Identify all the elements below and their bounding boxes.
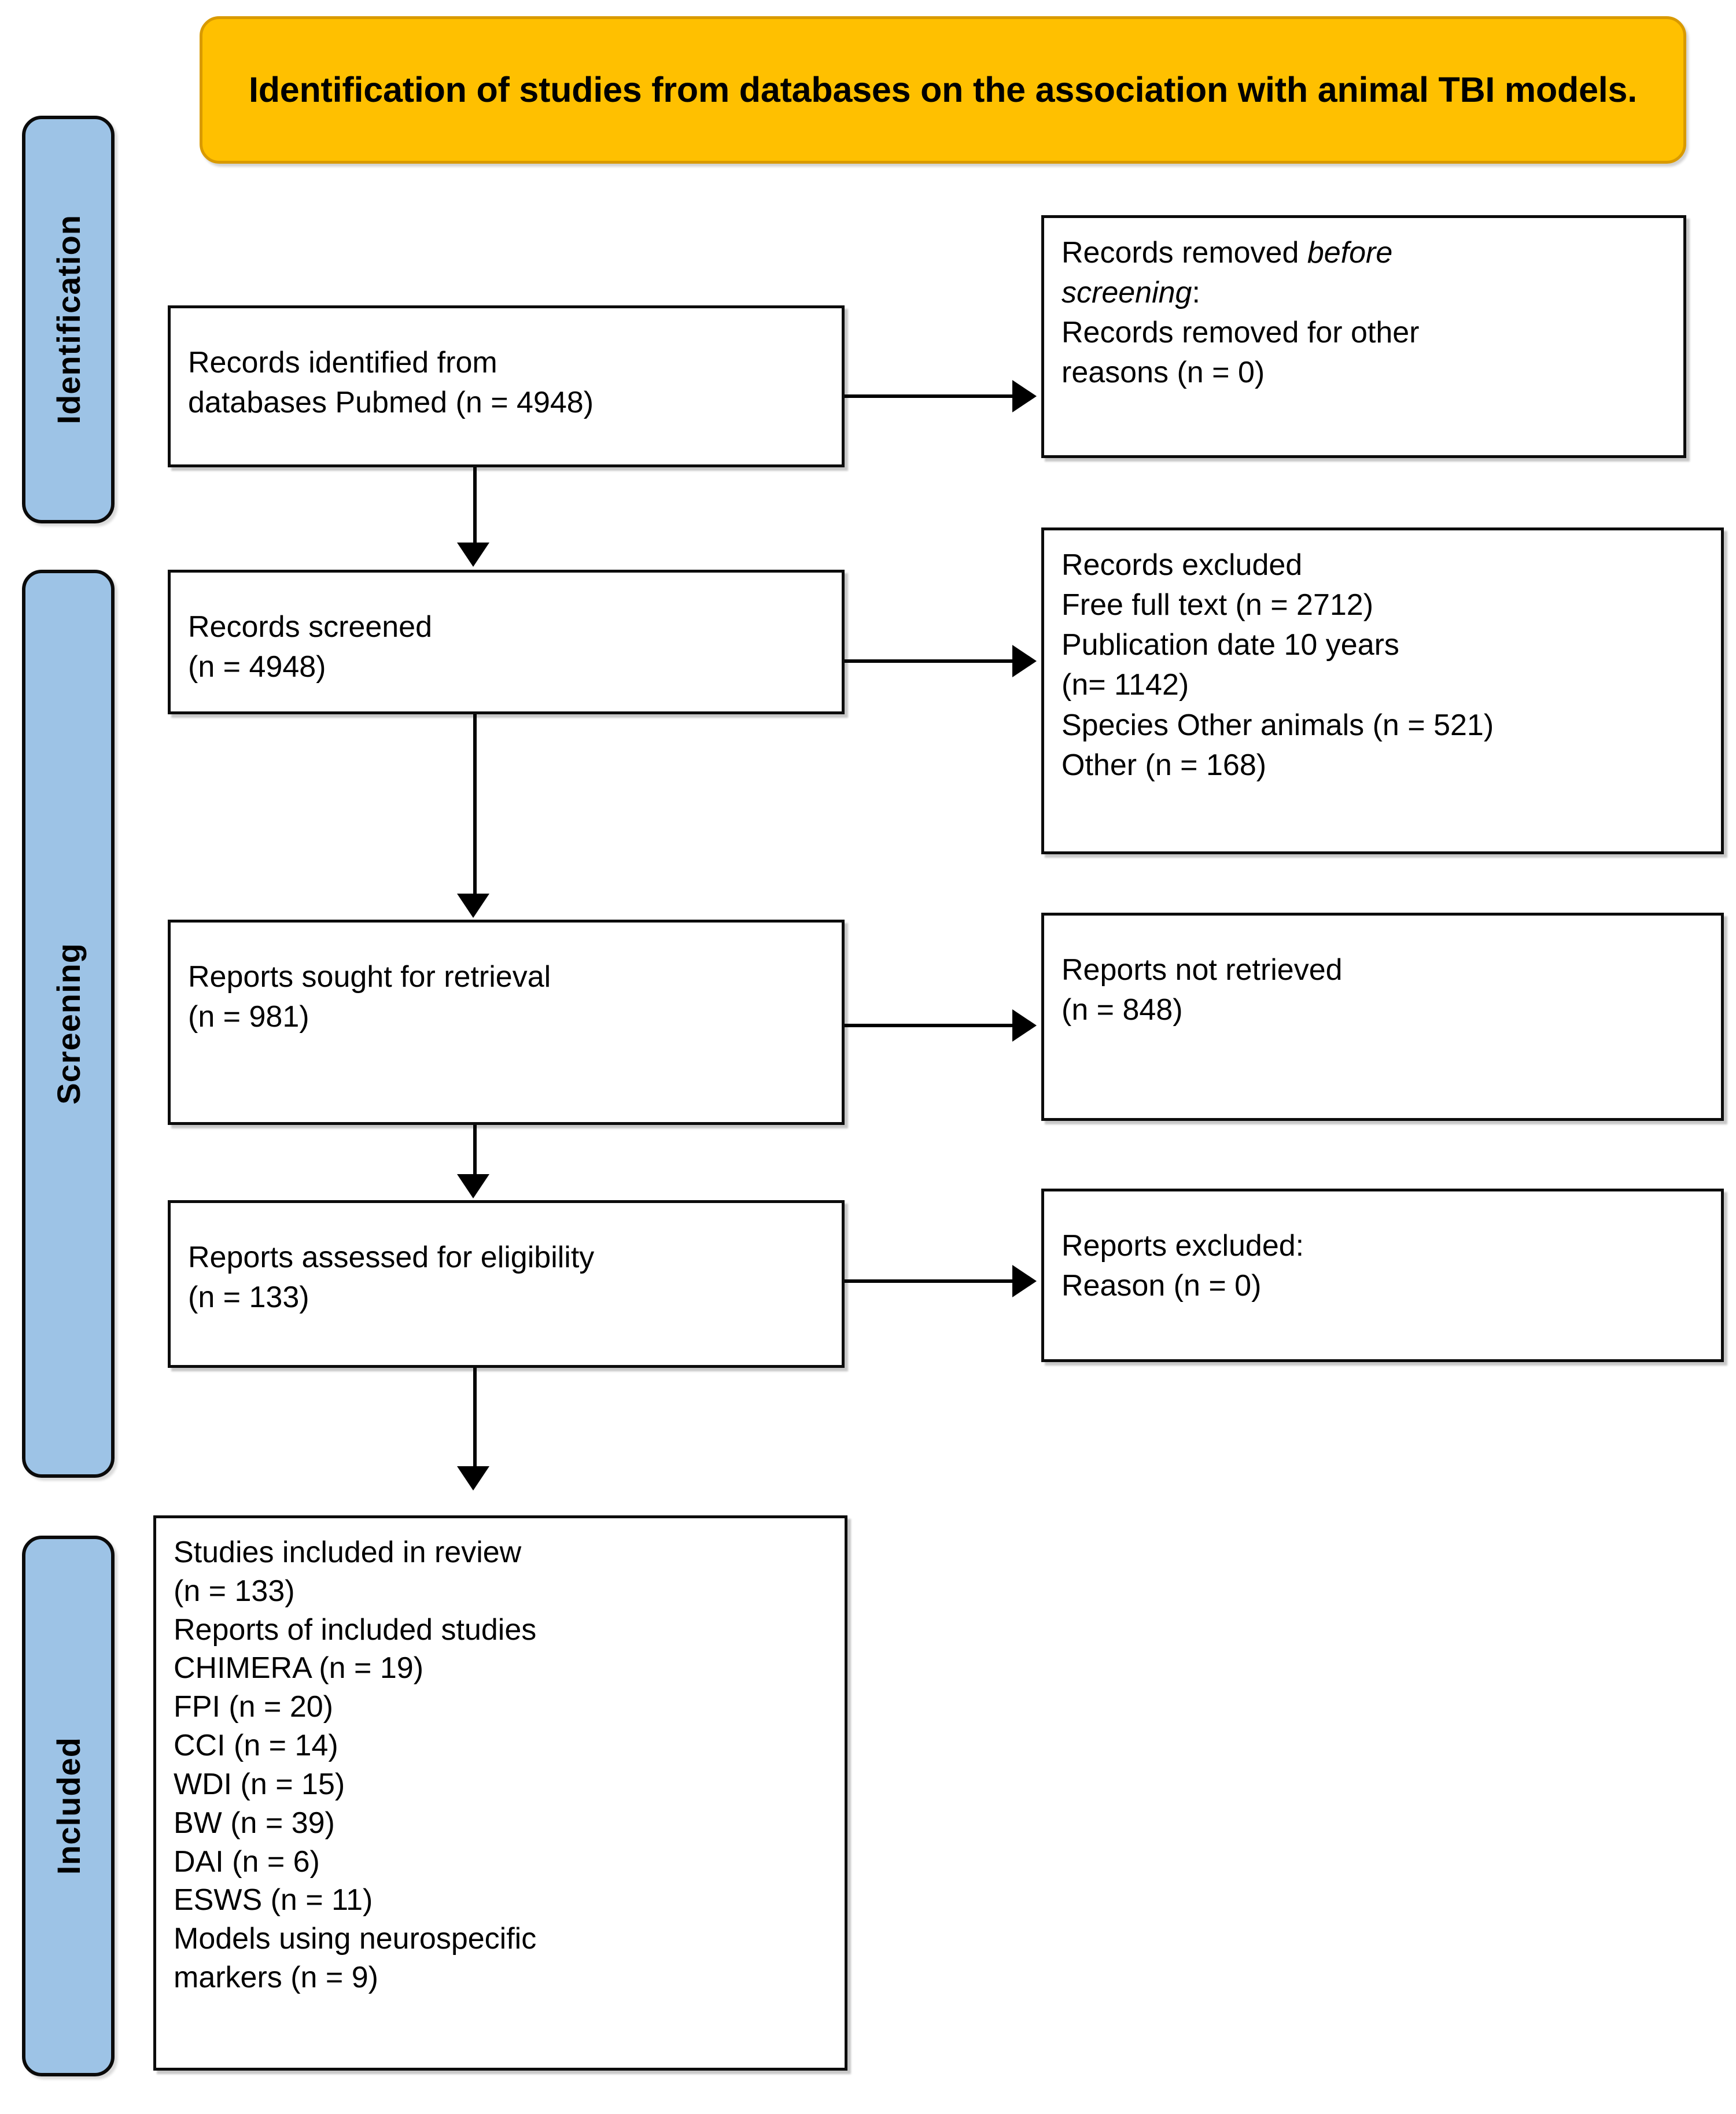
arrowhead-right-to-excluded <box>1012 645 1037 677</box>
box-records-excluded: Records excluded Free full text (n = 271… <box>1041 527 1724 854</box>
box-records-screened: Records screened (n = 4948) <box>168 570 845 714</box>
stage-label-identification: Identification <box>50 215 87 425</box>
stage-label-screening: Screening <box>50 943 87 1105</box>
stage-label-included: Included <box>50 1737 87 1875</box>
connector-sought-to-not-retrieved <box>845 1024 1012 1027</box>
box-reports-sought-for-retrieval: Reports sought for retrieval (n = 981) <box>168 920 845 1125</box>
stage-pill-screening: Screening <box>22 570 115 1478</box>
records-removed-line4: reasons (n = 0) <box>1061 356 1265 390</box>
arrowhead-right-to-removed <box>1012 380 1037 412</box>
box-studies-included-in-review: Studies included in review (n = 133) Rep… <box>153 1515 847 2071</box>
connector-assessed-to-reports-excluded <box>845 1279 1012 1283</box>
arrowhead-right-to-not-retrieved <box>1012 1009 1037 1042</box>
connector-sought-to-assessed <box>473 1125 477 1174</box>
arrowhead-down-to-screened <box>457 543 489 567</box>
connector-screened-to-excluded <box>845 659 1012 663</box>
box-reports-not-retrieved: Reports not retrieved (n = 848) <box>1041 913 1724 1121</box>
box-reports-not-retrieved-text: Reports not retrieved (n = 848) <box>1061 953 1343 1027</box>
box-records-removed-before-screening: Records removed before screening: Record… <box>1041 215 1686 458</box>
stage-pill-identification: Identification <box>22 116 115 523</box>
box-records-identified-text: Records identified from databases Pubmed… <box>188 346 594 420</box>
connector-identified-to-screened <box>473 467 477 543</box>
diagram-title-banner: Identification of studies from databases… <box>200 16 1686 164</box>
records-removed-colon: : <box>1192 276 1200 310</box>
arrowhead-right-to-reports-excluded <box>1012 1265 1037 1297</box>
connector-identified-to-removed <box>845 394 1012 398</box>
records-removed-screening-italic: screening <box>1061 276 1192 310</box>
page-title: Identification of studies from databases… <box>248 70 1638 110</box>
stage-pill-included: Included <box>22 1536 115 2076</box>
arrowhead-down-to-assessed <box>457 1174 489 1198</box>
box-reports-assessed-for-eligibility: Reports assessed for eligibility (n = 13… <box>168 1200 845 1368</box>
box-reports-sought-text: Reports sought for retrieval (n = 981) <box>188 960 551 1034</box>
box-reports-assessed-text: Reports assessed for eligibility (n = 13… <box>188 1241 595 1315</box>
box-records-excluded-text: Records excluded Free full text (n = 271… <box>1061 548 1494 782</box>
connector-screened-to-sought <box>473 714 477 894</box>
records-removed-line3: Records removed for other <box>1061 316 1420 350</box>
box-records-screened-text: Records screened (n = 4948) <box>188 610 432 684</box>
records-removed-line1-prefix: Records removed <box>1061 236 1307 270</box>
box-reports-excluded-text: Reports excluded: Reason (n = 0) <box>1061 1229 1304 1303</box>
box-studies-included-text: Studies included in review (n = 133) Rep… <box>174 1536 537 1994</box>
records-removed-before-italic: before <box>1307 236 1393 270</box>
arrowhead-down-to-included <box>457 1466 489 1491</box>
box-records-removed-text: Records removed before screening: Record… <box>1061 233 1666 393</box>
box-records-identified: Records identified from databases Pubmed… <box>168 305 845 467</box>
connector-assessed-to-included <box>473 1368 477 1466</box>
box-reports-excluded: Reports excluded: Reason (n = 0) <box>1041 1189 1724 1362</box>
arrowhead-down-to-sought <box>457 894 489 918</box>
